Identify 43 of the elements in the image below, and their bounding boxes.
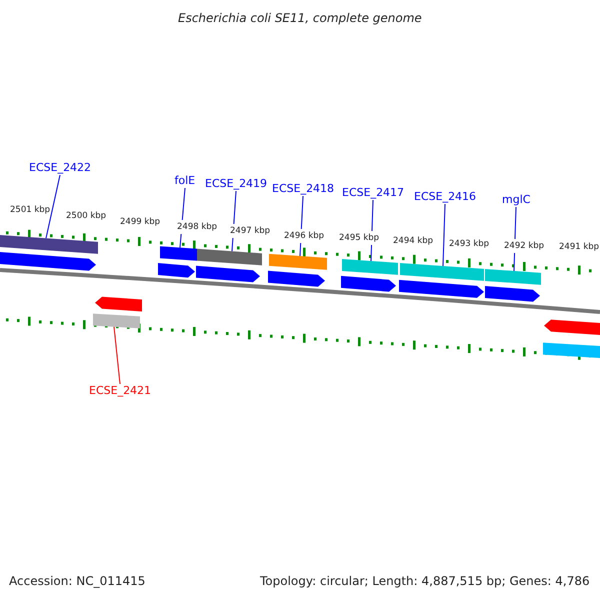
- gene-segment: [268, 270, 325, 287]
- gene-label: ECSE_2417: [342, 186, 404, 200]
- gene-label: ECSE_2422: [29, 161, 92, 175]
- footer-text: Accession: NC_011415: [9, 574, 146, 588]
- gene-label: ECSE_2416: [414, 190, 476, 204]
- gene-label: mglC: [502, 193, 530, 207]
- gene-bar: [342, 258, 398, 275]
- gene-label: folE: [174, 174, 196, 188]
- gene-segment: [544, 320, 600, 335]
- scale-label: 2497 kbp: [230, 224, 270, 238]
- scale-label: 2492 kbp: [504, 239, 544, 253]
- gene-bar: [269, 254, 327, 270]
- gene-segment: [399, 280, 484, 298]
- scale-label: 2501 kbp: [10, 203, 50, 217]
- gene-label: ECSE_2421: [89, 384, 152, 398]
- gene-segment: [485, 286, 540, 302]
- scale-label: 2491 kbp: [559, 240, 600, 254]
- leader-line: [114, 326, 120, 384]
- scale-label: 2496 kbp: [284, 229, 324, 243]
- gene-bar: [197, 248, 262, 266]
- gene-segment: [341, 276, 396, 292]
- scale-label: 2500 kbp: [66, 209, 106, 223]
- leader-line: [442, 204, 446, 266]
- gene-bar: [543, 342, 600, 358]
- gene-segment: [196, 266, 260, 282]
- gene-bar: [160, 246, 197, 261]
- title: Escherichia coli SE11, complete genome: [178, 11, 422, 25]
- gene-bar: [0, 235, 98, 254]
- gene-segment: [95, 296, 142, 312]
- gene-label: ECSE_2419: [205, 177, 268, 191]
- gene-bar: [400, 263, 484, 281]
- leader-line: [46, 174, 60, 239]
- scale-label: 2493 kbp: [449, 237, 490, 251]
- gene-bar: [485, 268, 541, 285]
- scale-label: 2494 kbp: [393, 234, 434, 248]
- footer-text: Topology: circular; Length: 4,887,515 bp; Genes: 4,786: [260, 574, 590, 588]
- gene-label: ECSE_2418: [272, 182, 334, 196]
- scale-label: 2495 kbp: [339, 231, 380, 245]
- gene-segment: [158, 263, 195, 278]
- scale-label: 2499 kbp: [120, 215, 160, 229]
- scale-label: 2498 kbp: [177, 220, 218, 234]
- gene-segment: [0, 252, 96, 271]
- gene-bar: [93, 314, 140, 328]
